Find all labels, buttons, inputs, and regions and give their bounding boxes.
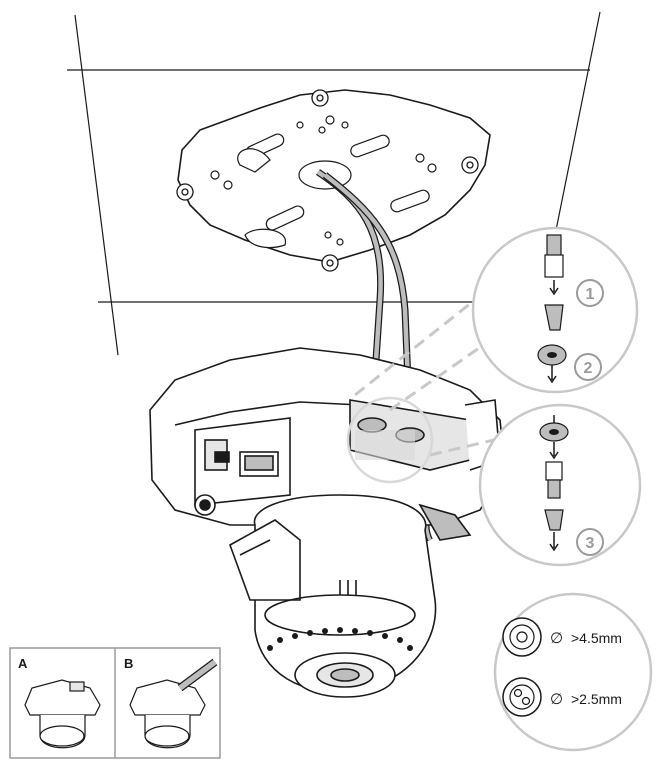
camera-dome bbox=[229, 494, 437, 698]
step-1-badge bbox=[576, 279, 604, 307]
zoom-circle-step-3: 3 bbox=[478, 403, 642, 567]
ceiling-lines bbox=[67, 11, 601, 356]
step-2-label: 2 bbox=[584, 360, 593, 377]
magnifier-source-circle bbox=[346, 396, 434, 484]
step-3-badge bbox=[576, 528, 604, 556]
inset-panels: A B bbox=[9, 647, 221, 759]
panel-b-label: B bbox=[124, 656, 133, 671]
step-3-label: 3 bbox=[586, 535, 595, 552]
zoom-circle-steps-1-2: 1 2 bbox=[471, 226, 639, 394]
diameter-symbol-small: ∅ bbox=[550, 691, 563, 708]
small-holes-size: >2.5mm bbox=[571, 691, 622, 707]
step-2-badge bbox=[574, 353, 602, 381]
panel-a-label: A bbox=[18, 656, 28, 671]
large-hole-size: >4.5mm bbox=[571, 630, 622, 646]
grommet-legend: ∅ >4.5mm ∅ >2.5mm bbox=[493, 592, 653, 752]
step-1-label: 1 bbox=[586, 286, 595, 303]
diameter-symbol-large: ∅ bbox=[550, 630, 563, 647]
camera-b-icon bbox=[129, 658, 218, 749]
camera-a-icon bbox=[24, 679, 101, 749]
